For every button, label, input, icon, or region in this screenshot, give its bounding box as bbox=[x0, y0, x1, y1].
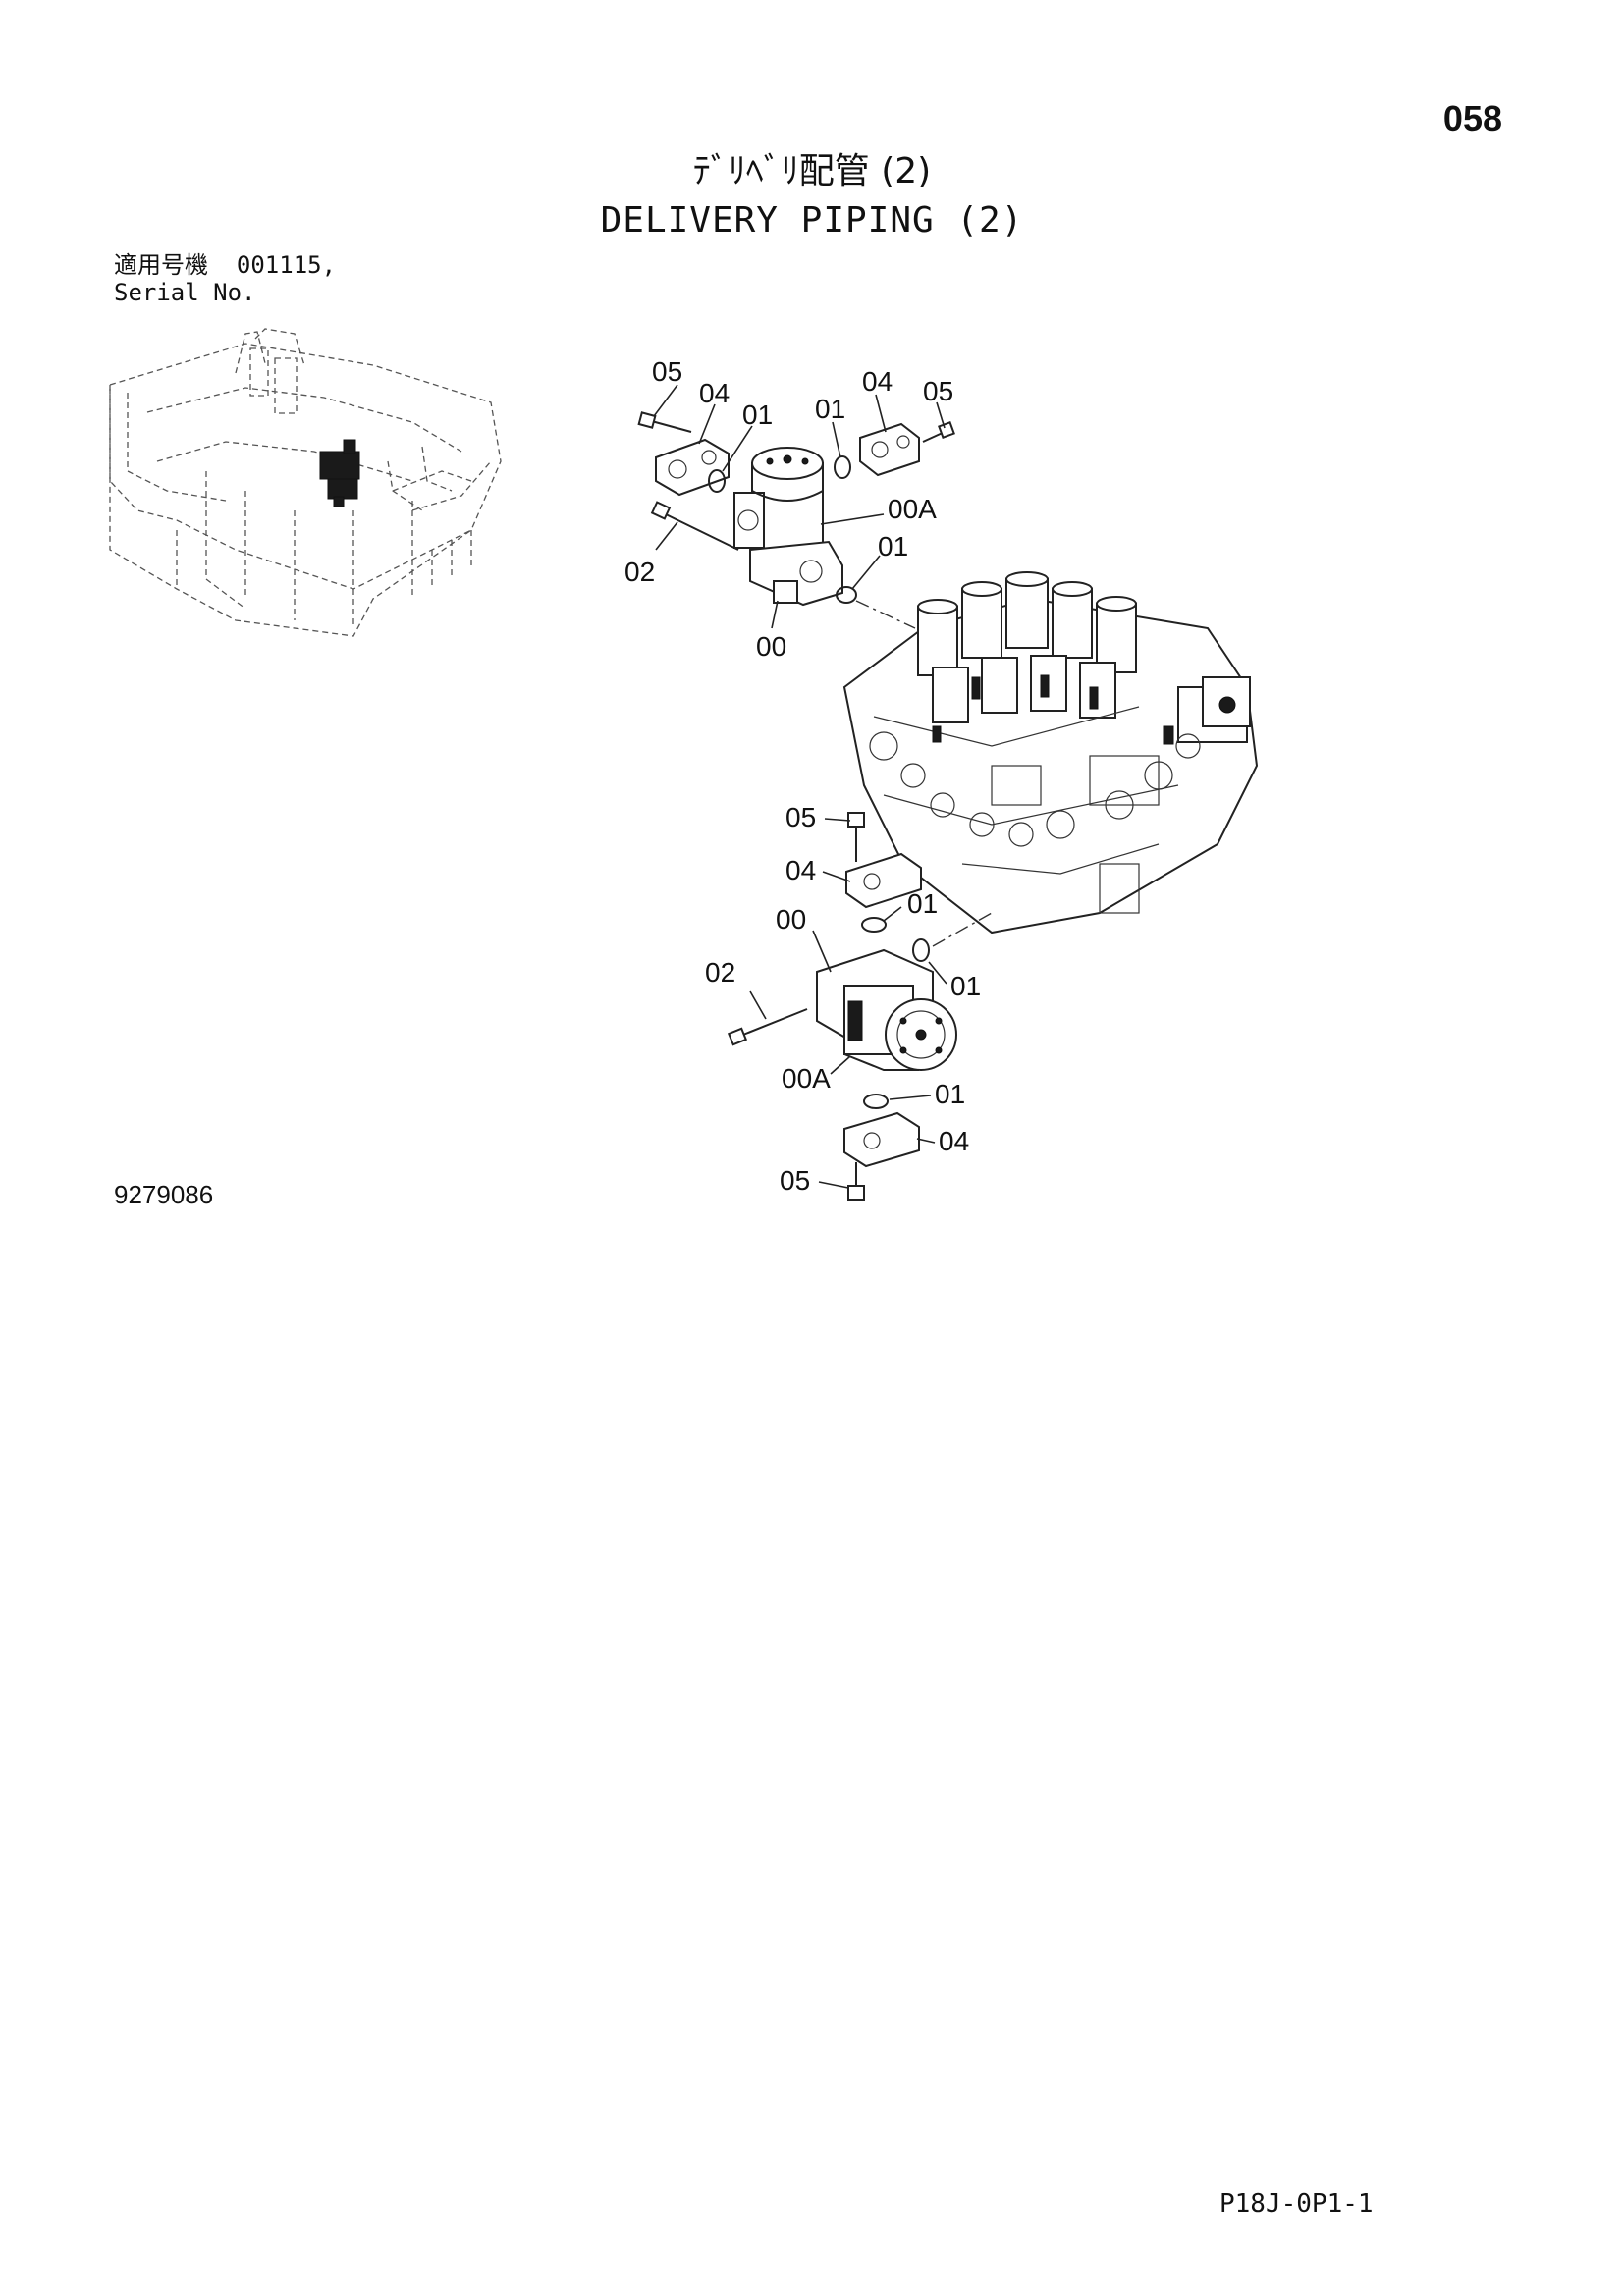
callout-upper-01-left: 01 bbox=[742, 400, 773, 430]
callout-lower-00A: 00A bbox=[782, 1063, 831, 1094]
page-title: ﾃﾞﾘﾍﾞﾘ配管 (2) DELIVERY PIPING (2) bbox=[0, 147, 1624, 245]
callout-lower-01-side: 01 bbox=[950, 971, 981, 1001]
page-title-en: DELIVERY PIPING (2) bbox=[600, 200, 1024, 240]
control-valve-icon bbox=[842, 571, 1259, 934]
callout-upper-00A: 00A bbox=[888, 494, 937, 524]
excavator-overview-icon bbox=[109, 328, 502, 637]
callout-lower-02: 02 bbox=[705, 957, 735, 988]
footer-code: P18J-0P1-1 bbox=[1219, 2189, 1374, 2218]
callout-lower-04-top: 04 bbox=[785, 855, 816, 885]
leader-lines bbox=[653, 384, 947, 1189]
callout-lower-05-bottom: 05 bbox=[780, 1165, 810, 1196]
serial-label-jp: 適用号機 bbox=[114, 251, 208, 279]
callout-upper-01-lower: 01 bbox=[878, 531, 908, 561]
callout-lower-00: 00 bbox=[776, 904, 806, 934]
page-title-jp: ﾃﾞﾘﾍﾞﾘ配管 (2) bbox=[692, 151, 932, 191]
serial-block: 適用号機 001115, Serial No. bbox=[114, 251, 336, 306]
page-number: 058 bbox=[1442, 98, 1502, 138]
callout-upper-01-right: 01 bbox=[815, 394, 845, 424]
callout-upper-05-right: 05 bbox=[923, 376, 953, 406]
callout-upper-04-right: 04 bbox=[862, 366, 893, 397]
callout-upper-00: 00 bbox=[756, 631, 786, 662]
callout-lower-04-bottom: 04 bbox=[939, 1126, 969, 1156]
callout-lower-01-bottom: 01 bbox=[935, 1079, 965, 1109]
callout-lower-01-top: 01 bbox=[907, 888, 938, 919]
callout-lower-05-top: 05 bbox=[785, 802, 816, 832]
serial-row-jp: 適用号機 001115, bbox=[114, 251, 336, 279]
callout-upper-05-left: 05 bbox=[652, 356, 682, 387]
serial-row-en: Serial No. bbox=[114, 279, 336, 306]
upper-valve-block bbox=[637, 411, 955, 629]
callout-upper-02: 02 bbox=[624, 557, 655, 587]
serial-value: 001115, bbox=[236, 251, 337, 279]
callout-upper-04-left: 04 bbox=[699, 378, 730, 408]
drawing-number: 9279086 bbox=[114, 1180, 214, 1209]
lower-valve-block bbox=[727, 812, 993, 1201]
serial-label-en: Serial No. bbox=[114, 279, 256, 306]
